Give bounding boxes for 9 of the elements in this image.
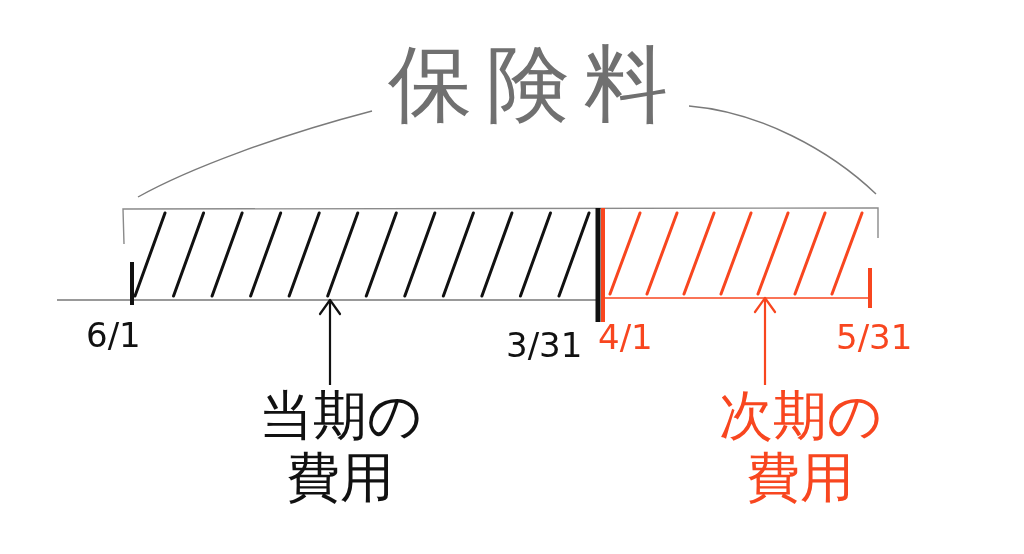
- title: 保険料: [387, 36, 683, 133]
- arrow: [318, 298, 342, 385]
- date-label: 5/31: [836, 318, 913, 358]
- date-label: 6/1: [86, 316, 141, 356]
- date-label: 4/1: [598, 318, 653, 358]
- date-label: 3/31: [506, 326, 583, 366]
- period-label: 当期の費用: [250, 385, 430, 515]
- period-label: 次期の費用: [710, 385, 890, 515]
- arrow: [753, 296, 777, 385]
